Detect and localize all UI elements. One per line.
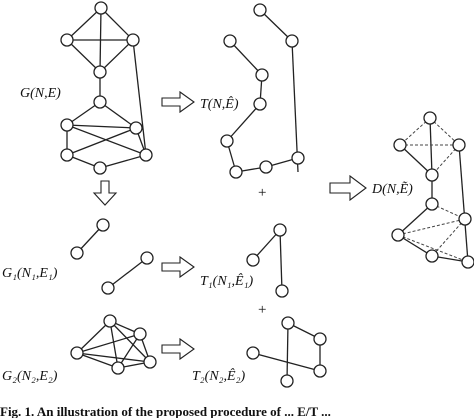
tree-node: [285, 34, 299, 48]
graph-node: [133, 327, 147, 341]
graph-g1: G₁(N₁,E₁): [2, 218, 154, 295]
graph-g2-label: G₂(N₂,E₂): [2, 369, 58, 384]
tree-node: [281, 316, 295, 330]
graph-node: [93, 95, 107, 109]
graph-node: [425, 197, 439, 211]
tree-t2: T₂(N₂,Ê₂): [192, 316, 327, 388]
tree-t2-label: T₂(N₂,Ê₂): [192, 367, 245, 384]
tree-node: [223, 34, 237, 48]
tree-t-nodes: [220, 3, 305, 179]
tree-t: T(N,Ê): [200, 3, 305, 179]
tree-node: [259, 160, 273, 174]
graph-node: [93, 161, 107, 175]
graph-node: [111, 361, 125, 375]
tree-node: [229, 165, 243, 179]
tree-node: [275, 284, 289, 298]
tree-node: [220, 134, 234, 148]
tree-t1-edges: [252, 229, 283, 292]
graph-node: [393, 138, 407, 152]
graph-g: G(N,E): [20, 1, 153, 175]
tree-node: [253, 97, 267, 111]
arrow-down-icon: [92, 180, 118, 206]
tree-node: [313, 364, 327, 378]
tree-node: [255, 68, 269, 82]
tree-t1-label: T₁(N₁,Ê₁): [200, 272, 253, 289]
graph-node: [126, 33, 140, 47]
graph-node: [143, 355, 157, 369]
graph-g2: G₂(N₂,E₂): [2, 314, 157, 384]
graph-node: [103, 314, 117, 328]
graph-node: [452, 138, 466, 152]
graph-node: [96, 218, 110, 232]
arrow-right-icon: [329, 174, 367, 202]
graph-g1-nodes: [70, 218, 154, 295]
graph-g2-nodes: [70, 314, 157, 375]
graph-g-nodes: [60, 1, 153, 175]
tree-t2-edges: [252, 322, 321, 382]
plus-sign: +: [258, 302, 266, 318]
tree-node: [280, 374, 294, 388]
graph-node: [461, 255, 474, 269]
graph-g1-label: G₁(N₁,E₁): [2, 266, 58, 281]
graph-node: [423, 111, 437, 125]
tree-t-label: T(N,Ê): [200, 95, 239, 112]
graph-node: [60, 118, 74, 132]
graph-d-nodes: [391, 111, 474, 269]
tree-t2-nodes: [246, 316, 327, 388]
figure-caption: Fig. 1. An illustration of the proposed …: [0, 404, 331, 418]
tree-node: [246, 253, 260, 267]
graph-node: [425, 168, 439, 182]
graph-node: [425, 249, 439, 263]
arrow-right-icon: [161, 255, 195, 279]
graph-node: [93, 65, 107, 79]
tree-t1-nodes: [246, 223, 289, 298]
graph-node: [60, 148, 74, 162]
graph-node: [129, 121, 143, 135]
graph-node: [391, 228, 405, 242]
graph-node: [60, 33, 74, 47]
tree-node: [273, 223, 287, 237]
graph-g-edges: [66, 7, 147, 169]
graph-node: [458, 212, 472, 226]
arrow-right-icon: [161, 90, 195, 114]
tree-t-edges: [226, 9, 299, 173]
graph-node: [70, 246, 84, 260]
graph-g-label: G(N,E): [20, 86, 61, 101]
graph-node: [101, 281, 115, 295]
graph-node: [70, 346, 84, 360]
arrow-right-icon: [161, 337, 195, 361]
graph-d: D(N,Ẽ): [371, 111, 474, 269]
tree-node: [313, 332, 327, 346]
graph-d-label: D(N,Ẽ): [371, 180, 413, 197]
graph-node: [139, 148, 153, 162]
graph-node: [94, 1, 108, 15]
tree-t1: T₁(N₁,Ê₁): [200, 223, 289, 298]
tree-node: [253, 3, 267, 17]
graph-node: [140, 251, 154, 265]
tree-node: [246, 346, 260, 360]
graph-g1-edges: [76, 224, 148, 289]
tree-node: [291, 151, 305, 165]
plus-sign: +: [258, 185, 266, 201]
